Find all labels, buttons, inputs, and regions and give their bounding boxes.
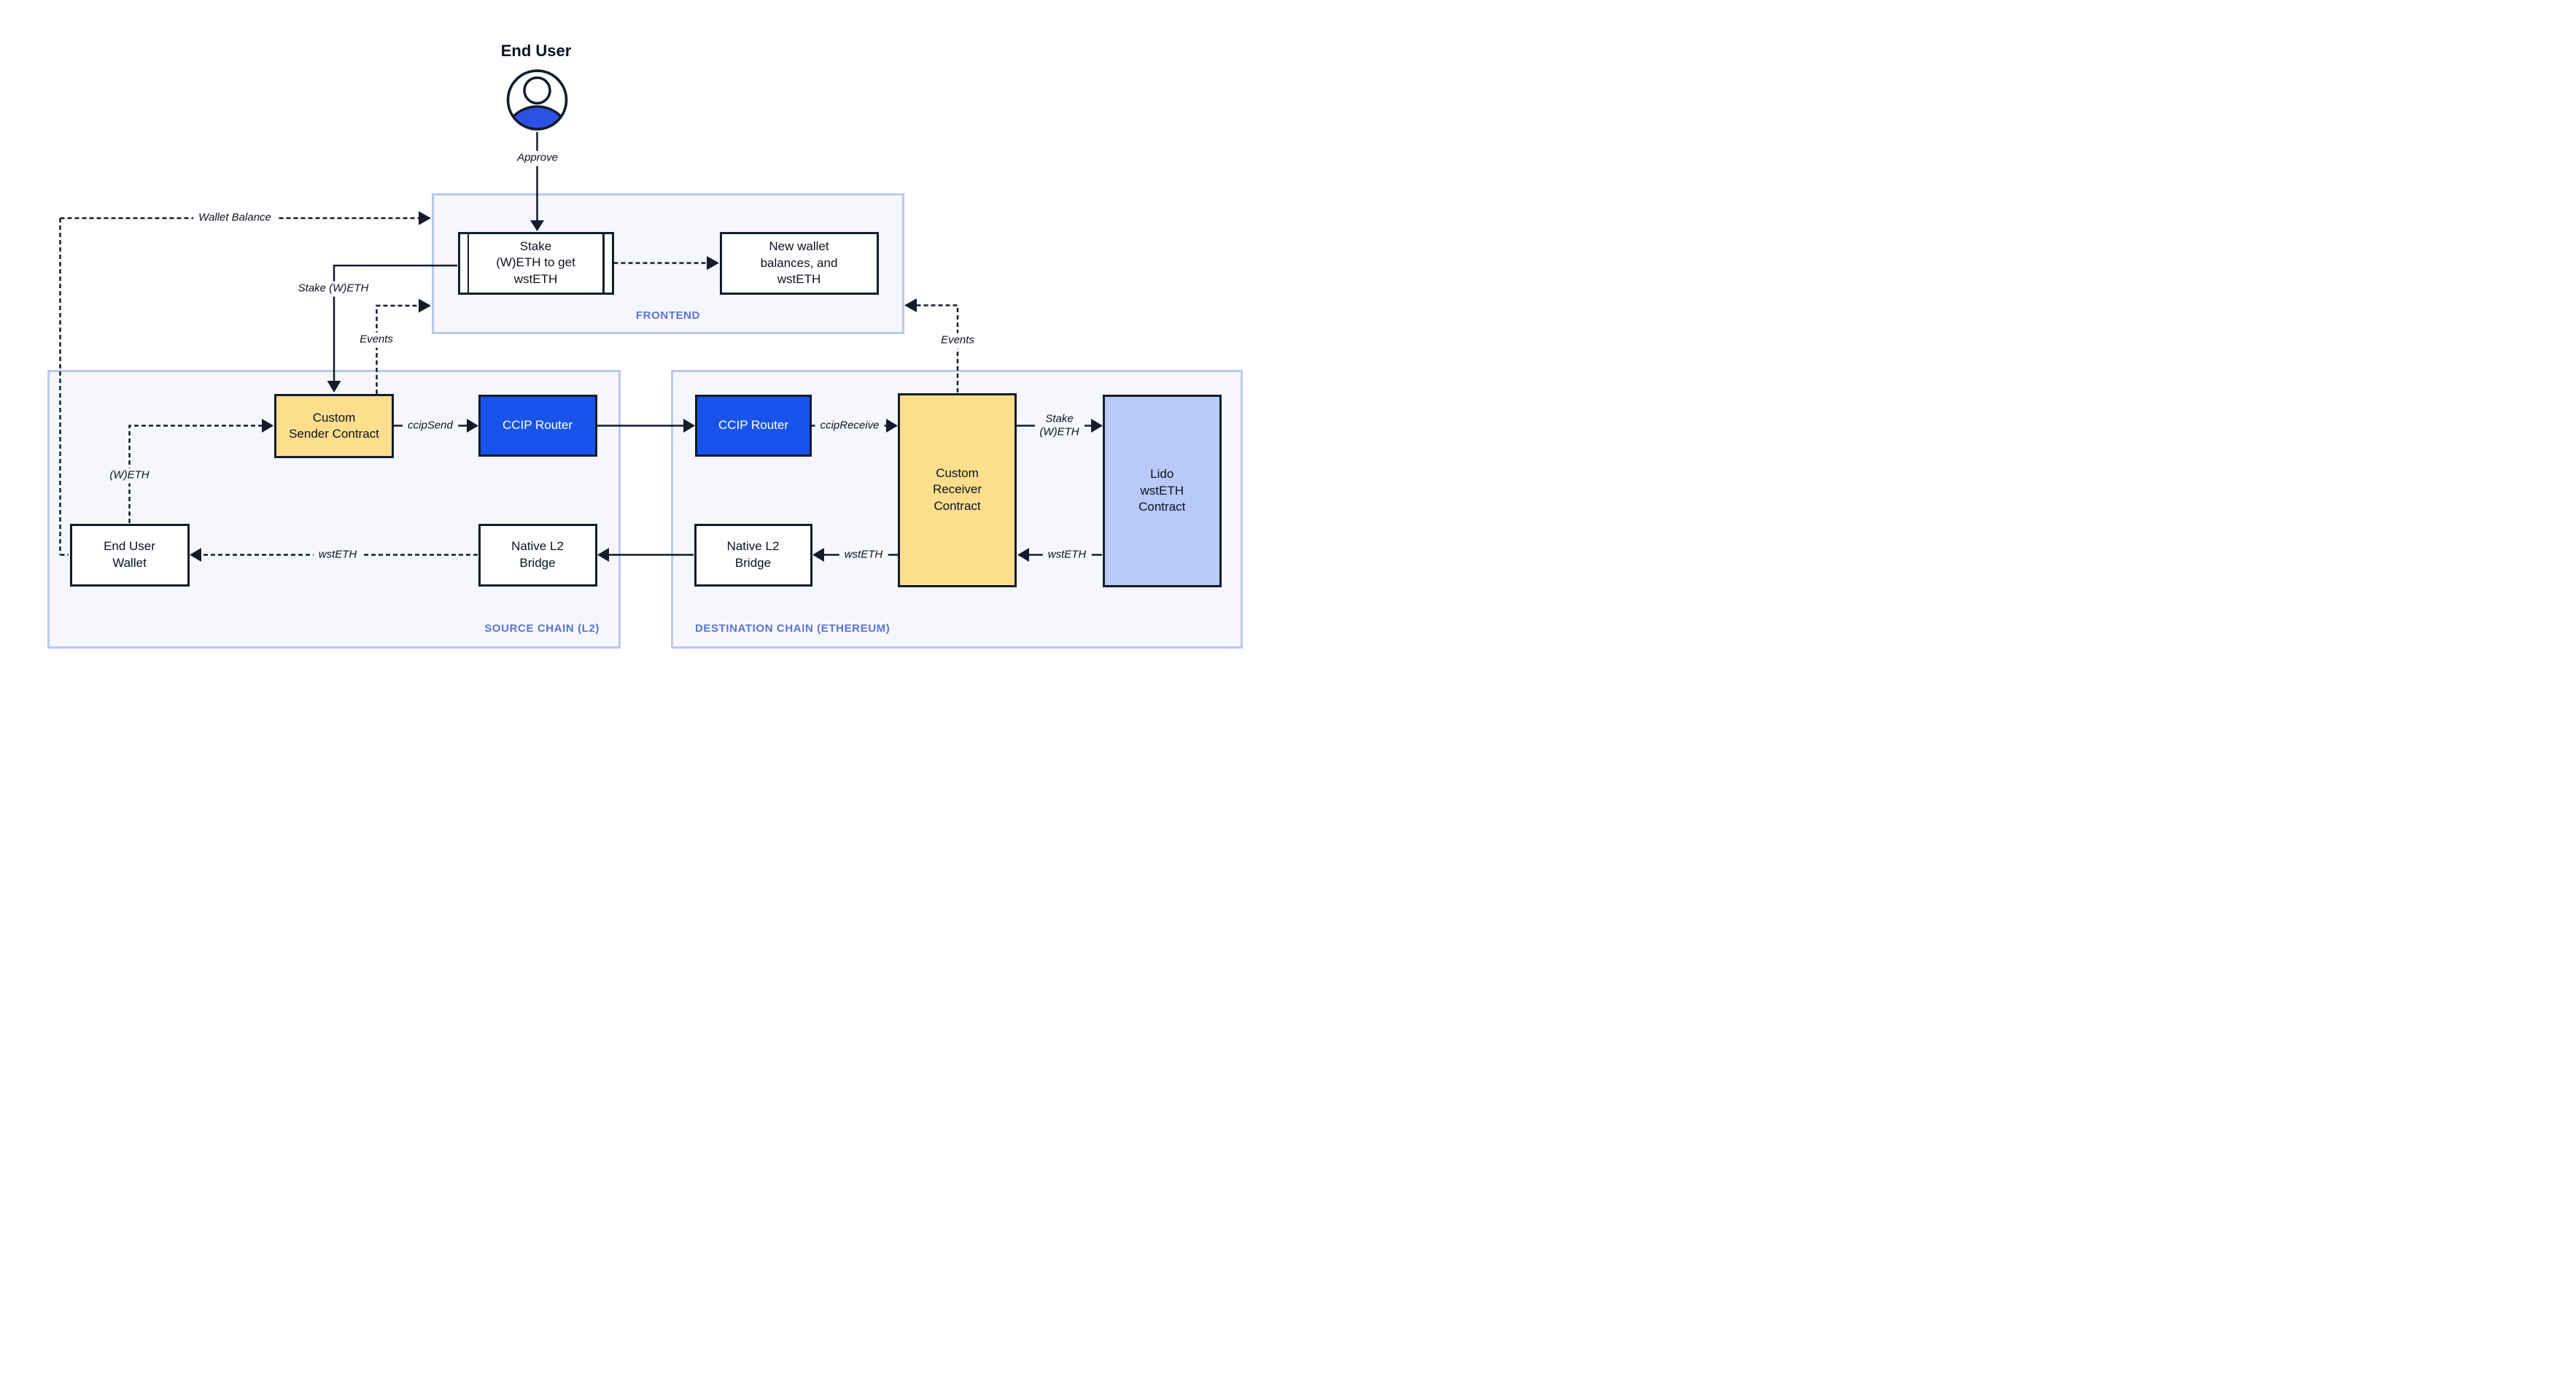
wsteth-lido-to-receiver-label: wstETH (1042, 547, 1092, 562)
stake-weth-left-label: Stake (W)ETH (292, 281, 374, 297)
stake-widget-node: Stake (W)ETH to get wstETH (457, 231, 614, 295)
end-user-icon (506, 69, 568, 131)
new-wallet-balances-label: New wallet balances, and wstETH (760, 239, 838, 286)
frontend-zone-label: FRONTEND (635, 309, 701, 322)
ccip-router-destination-label: CCIP Router (718, 418, 789, 433)
custom-receiver-contract-node: Custom Receiver Contract (898, 392, 1017, 587)
wallet-balance-label: Wallet Balance (193, 210, 276, 226)
native-l2-bridge-destination-label: Native L2 Bridge (726, 539, 780, 570)
events-right-label: Events (936, 333, 979, 349)
native-l2-bridge-source-label: Native L2 Bridge (511, 539, 564, 570)
diagram-canvas: FRONTEND SOURCE CHAIN (L2) DESTINATION C… (0, 0, 1288, 700)
wsteth-receiver-to-bridge-label: wstETH (839, 547, 888, 562)
source-chain-zone-label: SOURCE CHAIN (L2) (484, 622, 600, 635)
end-user-title: End User (500, 42, 572, 60)
end-user-wallet-label: End User Wallet (104, 539, 155, 570)
weth-label: (W)ETH (104, 468, 155, 484)
events-left-label: Events (354, 332, 398, 348)
destination-chain-zone-label: DESTINATION CHAIN (ETHEREUM) (695, 622, 891, 635)
ccip-router-source-label: CCIP Router (502, 418, 573, 433)
ccipsend-label: ccipSend (403, 418, 458, 433)
approve-label: Approve (512, 150, 563, 166)
subroutine-line-right (602, 233, 605, 293)
stake-widget-label: Stake (W)ETH to get wstETH (496, 239, 575, 286)
ccip-router-destination-node: CCIP Router (695, 394, 812, 457)
ccip-router-source-node: CCIP Router (478, 394, 597, 457)
ccipreceive-label: ccipReceive (815, 418, 885, 433)
custom-sender-contract-node: Custom Sender Contract (274, 394, 394, 458)
new-wallet-balances-node: New wallet balances, and wstETH (719, 231, 879, 295)
wsteth-to-wallet-label: wstETH (313, 547, 362, 562)
custom-sender-contract-label: Custom Sender Contract (289, 410, 379, 441)
native-l2-bridge-destination-node: Native L2 Bridge (694, 523, 812, 587)
custom-receiver-contract-label: Custom Receiver Contract (932, 465, 982, 513)
stake-weth-right-label: Stake (W)ETH (1034, 411, 1085, 441)
lido-wsteth-contract-label: Lido wstETH Contract (1138, 467, 1186, 514)
native-l2-bridge-source-node: Native L2 Bridge (478, 523, 597, 587)
end-user-wallet-node: End User Wallet (69, 523, 190, 587)
subroutine-line-left (467, 233, 469, 293)
lido-wsteth-contract-node: Lido wstETH Contract (1102, 394, 1222, 587)
